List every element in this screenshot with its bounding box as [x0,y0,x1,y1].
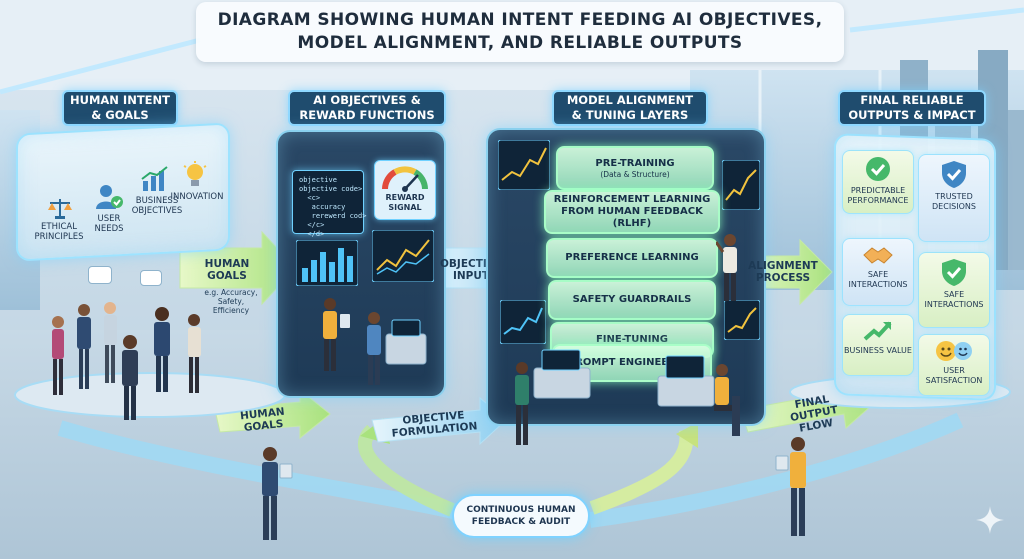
layer-sublabel: (Data & Structure) [600,169,670,179]
code-line: <c> [299,194,321,202]
speech-bubble-icon [88,266,112,284]
label-innovation: INNOVATION [170,192,224,202]
lightbulb-icon [180,160,210,192]
output-tile-safe-interactions-2: SAFE INTERACTIONS [918,252,990,328]
layer-label: PRE-TRAINING [595,157,675,169]
alignment-layer-preference-learning: PREFERENCE LEARNING [546,238,718,278]
scales-icon [40,196,80,220]
bar-chart-screen [296,240,358,286]
line-chart-screen [722,160,760,210]
feedback-loop-label: CONTINUOUS HUMAN FEEDBACK & AUDIT [452,494,590,538]
code-line: </d> [299,230,325,238]
user-check-icon [92,182,126,212]
smiley-icon [936,341,972,361]
line-chart-screen [372,230,434,282]
workers-illustration [323,298,427,385]
arrow-label-alignment-process: ALIGNMENT PROCESS [748,260,818,284]
output-tile-predictable-performance: PREDICTABLE PERFORMANCE [842,150,914,214]
output-label: PREDICTABLE PERFORMANCE [847,186,909,205]
diagram-title: DIAGRAM SHOWING HUMAN INTENT FEEDING AI … [217,10,823,53]
alignment-layer-rlhf: REINFORCEMENT LEARNING FROM HUMAN FEEDBA… [544,190,720,234]
presenter-illustration [716,234,737,301]
bar-chart-icon [138,164,172,194]
code-line: objective code> [299,185,363,193]
handshake-icon [863,247,893,264]
reviewer-illustration [775,437,806,536]
label-business-objectives: BUSINESS OBJECTIVES [131,196,183,216]
arrow-label-human-goals: HUMAN GOALS [204,258,250,282]
stage-label-ai-objectives: AI OBJECTIVES & REWARD FUNCTIONS [288,90,446,126]
objective-code-screen: objective objective code> <c> accuracy r… [292,170,367,238]
line-chart-screen [498,140,550,190]
output-tile-user-satisfaction: USER SATISFACTION [918,334,990,396]
output-label: TRUSTED DECISIONS [932,192,976,211]
output-label: SAFE INTERACTIONS [924,290,984,309]
shield-check-icon [942,161,966,188]
auditor-illustration [262,447,293,540]
reward-signal-label: REWARD SIGNAL [385,193,425,212]
shield-check-icon [942,259,966,286]
alignment-layer-safety-guardrails: SAFETY GUARDRAILS [548,280,716,320]
human-intent-items: ETHICAL PRINCIPLES USER NEEDS BUSINESS O… [34,160,224,242]
output-label: BUSINESS VALUE [844,346,912,355]
layer-label: SAFETY GUARDRAILS [572,294,692,305]
check-circle-icon [866,157,890,181]
arrow-note-human-goals: e.g. Accuracy, Safety, Efficiency [204,288,258,315]
code-line: </c> [299,221,325,229]
line-chart-screen [500,300,546,344]
output-label: USER SATISFACTION [925,366,983,385]
people-group-illustration [52,302,201,420]
alignment-layer-pre-training: PRE-TRAINING (Data & Structure) [556,146,714,190]
layer-label: REINFORCEMENT LEARNING FROM HUMAN FEEDBA… [553,194,711,229]
trend-up-icon [863,321,892,341]
label-user-needs: USER NEEDS [94,214,124,234]
code-line: objective [299,176,337,184]
layer-label: PREFERENCE LEARNING [565,252,699,263]
stage-label-final-outputs: FINAL RELIABLE OUTPUTS & IMPACT [838,90,986,126]
code-line: accuracy [299,203,346,211]
label-ethical-principles: ETHICAL PRINCIPLES [34,222,84,242]
line-chart-screen [724,300,760,340]
output-tile-business-value: BUSINESS VALUE [842,314,914,376]
reward-signal-gauge: REWARD SIGNAL [374,160,436,220]
layer-label: PROMPT ENGINEERING [567,357,697,368]
output-tile-trusted-decisions: TRUSTED DECISIONS [918,154,990,242]
code-line: rerewerd cod> [299,212,367,220]
engineers-illustration [515,349,740,445]
gauge-icon [382,166,428,192]
speech-bubble-icon [140,270,162,286]
stage-label-human-intent: HUMAN INTENT & GOALS [62,90,178,126]
diagram-title-box: DIAGRAM SHOWING HUMAN INTENT FEEDING AI … [196,2,844,62]
output-tile-safe-interactions: SAFE INTERACTIONS [842,238,914,306]
sparkle-icon [976,506,1004,534]
output-label: SAFE INTERACTIONS [848,270,908,289]
stage-label-model-alignment: MODEL ALIGNMENT & TUNING LAYERS [552,90,708,126]
layer-label: FINE-TUNING [595,334,669,345]
